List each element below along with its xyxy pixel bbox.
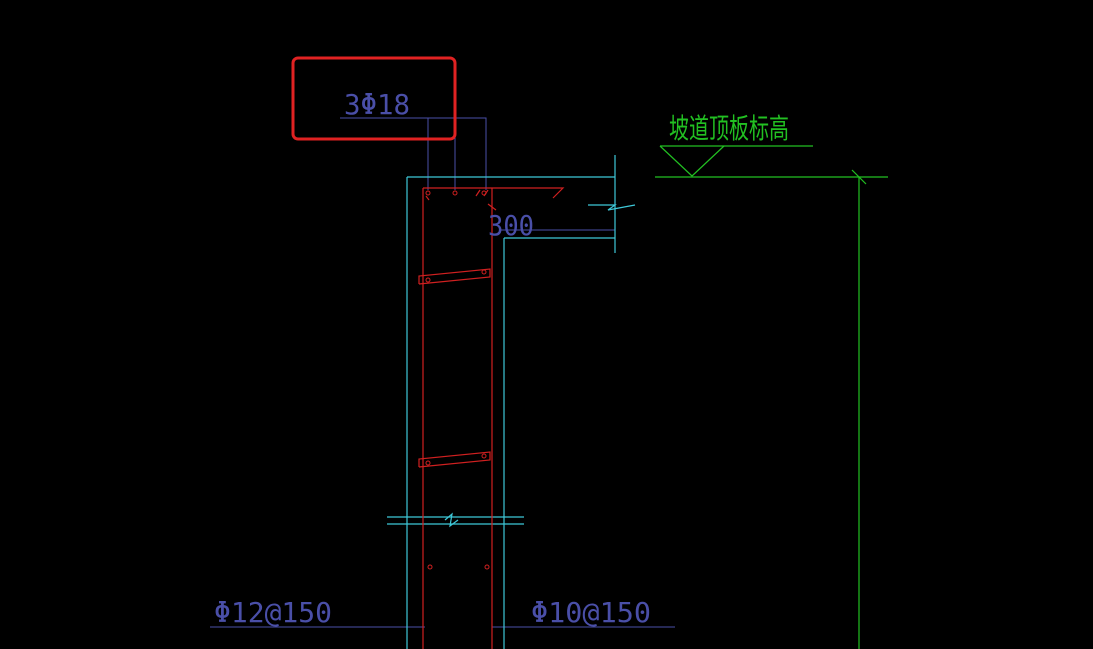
rebar-dot-bottom-right	[484, 564, 490, 570]
rebar-dot-top-2	[452, 190, 458, 196]
rebar-dot-tie1-right	[481, 269, 487, 275]
rebar-dots	[425, 190, 490, 570]
rebar-group	[418, 187, 565, 649]
rebar-dot-top-3	[481, 190, 487, 196]
rebar-dot-top-1	[425, 190, 431, 196]
elevation-tick	[851, 169, 867, 185]
rebar-dot-tie1-left	[425, 277, 431, 283]
rebar-corner-hook-2	[475, 189, 481, 197]
slab-break-zigzag	[588, 204, 636, 211]
wall-thickness-label: 300	[488, 209, 534, 242]
concrete-outline	[387, 155, 636, 649]
rebar-top-horizontal	[423, 187, 565, 199]
wall-break-zigzag	[444, 512, 459, 528]
rebar-dot-tie2-left	[425, 460, 431, 466]
rebar-corner-hook-4	[487, 203, 497, 211]
rebar-dot-tie2-right	[481, 453, 487, 459]
rebar-dot-bottom-left	[427, 564, 433, 570]
highlight-box[interactable]	[291, 56, 457, 141]
elevation-marker	[655, 145, 888, 649]
annotation-leaders	[210, 117, 675, 628]
left-rebar-label: Φ12@150	[214, 596, 332, 629]
right-rebar-label: Φ10@150	[531, 596, 651, 629]
rebar-tie-2	[418, 451, 491, 468]
top-rebar-leader-underline	[340, 117, 487, 190]
rebar-tie-1	[418, 268, 491, 285]
top-rebar-label: 3Φ18	[344, 88, 410, 121]
elevation-triangle	[659, 145, 725, 177]
elevation-label: 坡道顶板标高	[669, 112, 789, 145]
rebar-corner-hook-1	[425, 195, 430, 201]
